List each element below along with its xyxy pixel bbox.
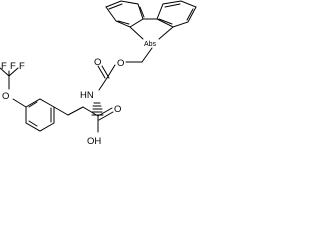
fluorene-right-ring-double-2 xyxy=(186,8,194,21)
carbonyl-nitrogen-bond xyxy=(98,77,108,91)
oxygen-carbonyl-bond xyxy=(106,64,116,79)
fluorenyl-group: Abs xyxy=(105,0,197,48)
structure-drawing: Abs O O HN O OH O F F F xyxy=(0,0,197,147)
fluorenyl-abs-label: Abs xyxy=(144,41,157,48)
fluorene-five-ring-bond-3 xyxy=(158,26,174,40)
cf3-f2-bond xyxy=(8,67,19,77)
gamma-phenyl-bond xyxy=(53,106,69,116)
alpha-beta-bond xyxy=(82,106,99,117)
amide-nh-label: HN xyxy=(80,90,94,101)
beta-gamma-bond xyxy=(67,106,84,116)
carbamate-double-bond-a xyxy=(97,65,106,79)
fluorenyl-ch2-bond xyxy=(141,47,153,63)
carboxyl-double-bond-a xyxy=(97,107,113,117)
trifluoro-f1-label: F xyxy=(1,61,7,72)
ether-oxygen-label: O xyxy=(2,91,9,102)
carbamate-carbonyl-oxygen-label: O xyxy=(94,57,101,68)
fluorene-left-ring-double-1 xyxy=(108,3,123,10)
phenyl-ring xyxy=(25,98,55,132)
stereo-hash-bond xyxy=(91,102,104,116)
cf3-f3-bond xyxy=(0,67,10,77)
molecule-canvas: Abs O O HN O OH O F F F xyxy=(0,0,207,165)
fluorene-right-ring-double-3 xyxy=(158,18,173,25)
trifluoro-f3-label: F xyxy=(19,61,25,72)
carbamate-double-bond-b xyxy=(101,65,110,79)
fluorene-five-ring-bond-2 xyxy=(129,26,144,40)
fluorene-left-ring-double-3 xyxy=(117,20,130,25)
acid-oh-label: OH xyxy=(87,136,101,147)
fluorene-right-ring-double-1 xyxy=(164,3,181,8)
fluorene-left-ring-double-2 xyxy=(139,6,145,18)
ring-ether-bond xyxy=(12,98,27,108)
acid-carbonyl-oxygen-label: O xyxy=(114,104,121,115)
carbamate-oxygen-label: O xyxy=(117,58,124,69)
carboxyl-double-bond-b xyxy=(98,111,114,121)
trifluoro-f2-label: F xyxy=(10,61,16,72)
